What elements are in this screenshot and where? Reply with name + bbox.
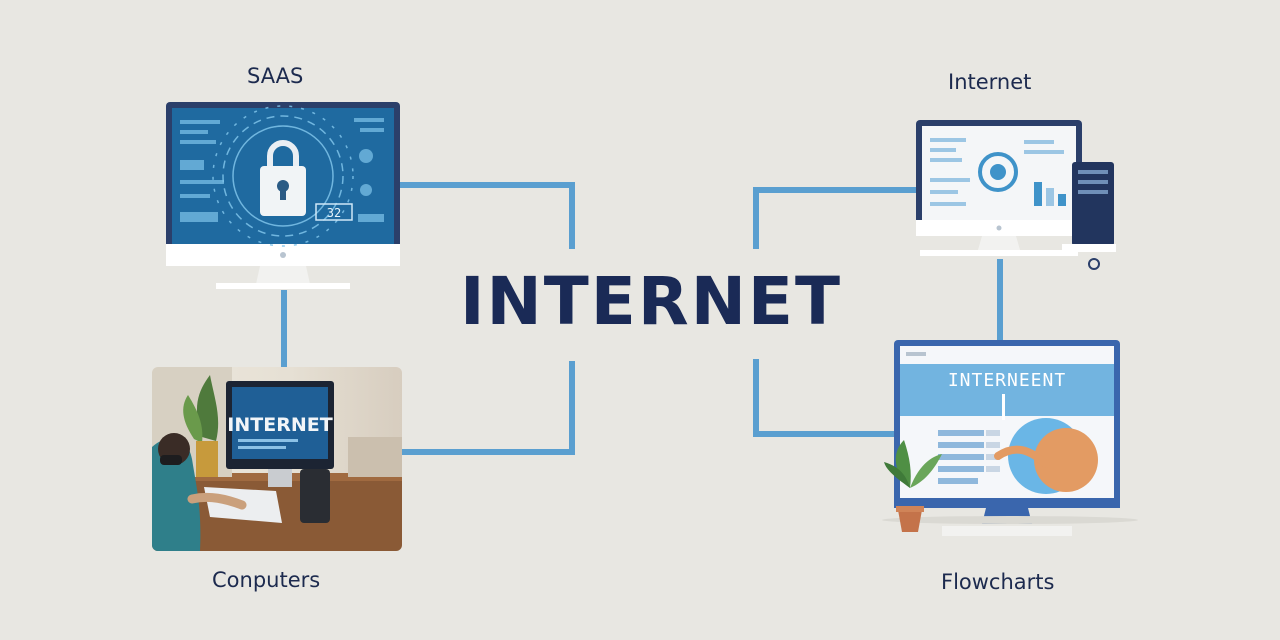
connector-center-flowcharts xyxy=(753,359,899,437)
label-flowcharts: Flowcharts xyxy=(941,570,1055,594)
computers-photo-illustration: INTERNET xyxy=(152,367,402,551)
label-internet: Internet xyxy=(948,70,1032,94)
saas-screen-badge: 32 xyxy=(327,206,341,220)
saas-monitor-illustration: 32 xyxy=(166,102,400,289)
connector-internet-center xyxy=(753,187,920,249)
internet-desktop-illustration xyxy=(916,120,1116,270)
flowcharts-screen-banner: INTERNEENT xyxy=(948,370,1066,391)
label-computers: Conputers xyxy=(212,568,321,592)
flowcharts-monitor-illustration: INTERNEENT xyxy=(882,340,1138,536)
connector-saas-center xyxy=(399,182,575,249)
computers-screen-text: INTERNET xyxy=(227,414,332,436)
center-title: INTERNET xyxy=(459,263,843,340)
connector-center-computers xyxy=(399,361,575,455)
label-saas: SAAS xyxy=(247,64,304,88)
